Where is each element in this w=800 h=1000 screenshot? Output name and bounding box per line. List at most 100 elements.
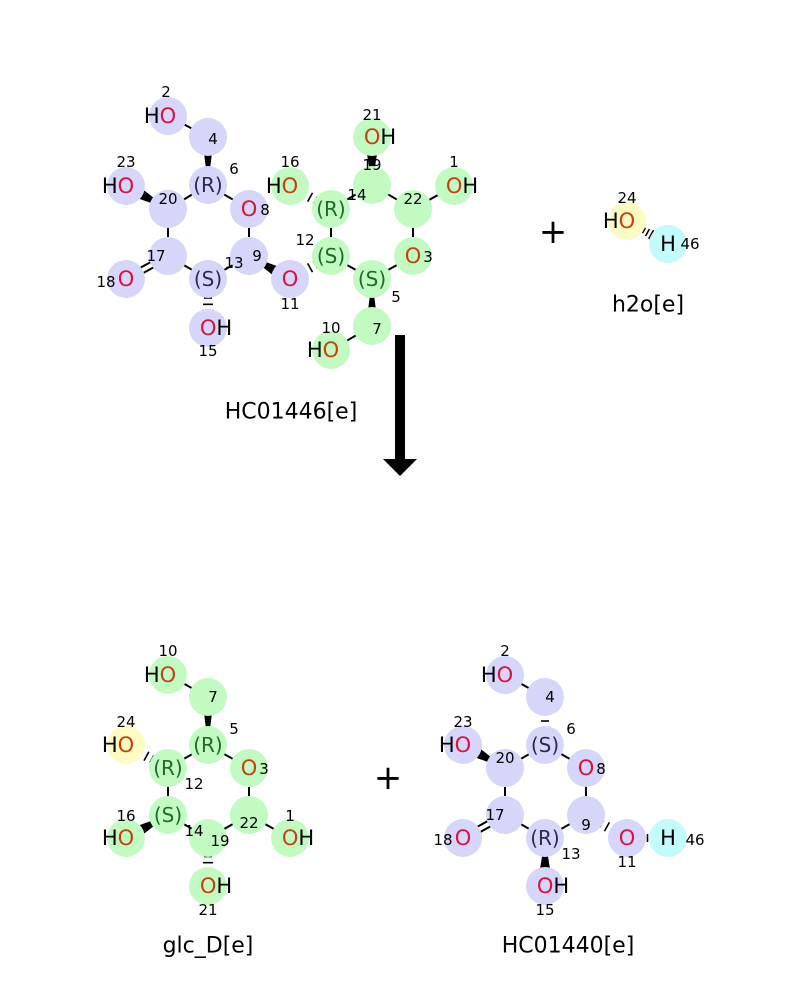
atom-label: HO [144, 663, 176, 687]
stereo-label: (R) [316, 197, 346, 221]
atom-highlight [444, 819, 482, 857]
atom-map-number: 14 [347, 186, 366, 204]
atom-highlight [189, 867, 227, 905]
atom-highlight [486, 656, 524, 694]
atom-5: (S)5 [358, 267, 401, 306]
atom-map-number: 46 [680, 235, 699, 253]
atom-label: O [619, 826, 636, 850]
atom-highlight [312, 237, 350, 275]
atom-map-number: 6 [229, 160, 239, 178]
molecule-name-hc01440: HC01440[e] [502, 934, 635, 959]
atom-highlight [486, 749, 524, 787]
atom-9: 9 [581, 816, 591, 834]
atom-highlight [230, 749, 268, 787]
atom-9: 9 [252, 247, 262, 265]
atom-13: (R)13 [530, 826, 580, 863]
atom-highlight [271, 260, 309, 298]
atom-highlight [567, 796, 605, 834]
atom-map-number: 16 [280, 153, 299, 171]
atom-map-number: 8 [260, 201, 270, 219]
atom-map-number: 3 [423, 248, 433, 266]
atom-label: HO [307, 338, 339, 362]
atom-label: HO [481, 663, 513, 687]
stereo-label: (S) [358, 267, 386, 291]
atom-map-number: 46 [685, 831, 704, 849]
atom-highlight [230, 796, 268, 834]
atom-highlight [435, 167, 473, 205]
atom-map-number: 20 [495, 749, 514, 767]
atom-map-number: 5 [229, 720, 239, 738]
atom-2: HO 2 [144, 83, 176, 128]
stereo-label: (S) [194, 267, 222, 291]
atom-label: OH [446, 174, 478, 198]
atom-highlight [107, 167, 145, 205]
atom-map-number: 2 [161, 83, 171, 101]
atom-highlight [107, 726, 145, 764]
atom-22: 22 [239, 814, 258, 832]
atom-map-number: 11 [617, 853, 636, 871]
atom-map-number: 12 [295, 231, 314, 249]
atom-highlight [149, 190, 187, 228]
atom-highlight [353, 166, 391, 204]
stereo-label: (S) [531, 733, 559, 757]
atom-7: 7 [372, 320, 382, 338]
atom-map-number: 24 [116, 713, 135, 731]
atom-map-number: 14 [184, 822, 203, 840]
atom-map-number: 4 [208, 130, 218, 148]
molecule-name-hc01446: HC01446[e] [225, 400, 358, 425]
atom-label: OH [200, 874, 232, 898]
atom-highlight [649, 819, 687, 857]
atom-label: HO [266, 174, 298, 198]
atom-16: HO 16 [266, 153, 300, 198]
atom-label: OH [200, 316, 232, 340]
atom-2: HO2 [481, 642, 513, 687]
stereo-label: (R) [153, 756, 183, 780]
atom-map-number: 9 [252, 247, 262, 265]
atom-highlight [608, 819, 646, 857]
atom-highlight [526, 867, 564, 905]
atom-14: (S)14 [154, 803, 204, 840]
atom-label: HO [439, 733, 471, 757]
atom-highlight [444, 726, 482, 764]
atom-map-number: 3 [259, 760, 269, 778]
atom-map-number: 15 [535, 901, 554, 919]
atom-highlight [107, 819, 145, 857]
atom-6: (S)6 [531, 720, 576, 757]
atom-map-number: 1 [449, 153, 459, 171]
atom-20: 20 [495, 749, 514, 767]
molecule-name-glc-d: glc_D[e] [163, 934, 254, 959]
atom-map-number: 8 [596, 760, 606, 778]
atom-highlight [486, 796, 524, 834]
atom-label: HO [144, 104, 176, 128]
atom-label: OH [537, 874, 569, 898]
plus-sign-reactants: + [539, 212, 568, 252]
stereo-label: (R) [193, 733, 223, 757]
atom-highlight [189, 726, 227, 764]
atom-18: O18 [433, 826, 471, 850]
atom-5: (R) 5 [193, 720, 239, 757]
atom-11: O11 [280, 267, 299, 313]
atom-4: 4 [545, 688, 555, 706]
atom-label: HO [102, 826, 134, 850]
atom-15: OH 15 [535, 874, 569, 919]
atom-map-number: 7 [208, 688, 218, 706]
atom-14: (R)14 [316, 186, 366, 221]
atom-1: OH1 [282, 807, 314, 850]
atom-highlight [353, 307, 391, 345]
atom-map-number: 19 [362, 156, 381, 174]
atom-highlight [526, 678, 564, 716]
atom-highlight [567, 749, 605, 787]
highlights-layer [107, 97, 687, 905]
atom-7: 7 [208, 688, 218, 706]
atom-label: HO [603, 209, 635, 233]
atom-map-number: 22 [403, 190, 422, 208]
atom-highlight [394, 237, 432, 275]
atom-highlight [149, 237, 187, 275]
atom-map-number: 23 [116, 153, 135, 171]
